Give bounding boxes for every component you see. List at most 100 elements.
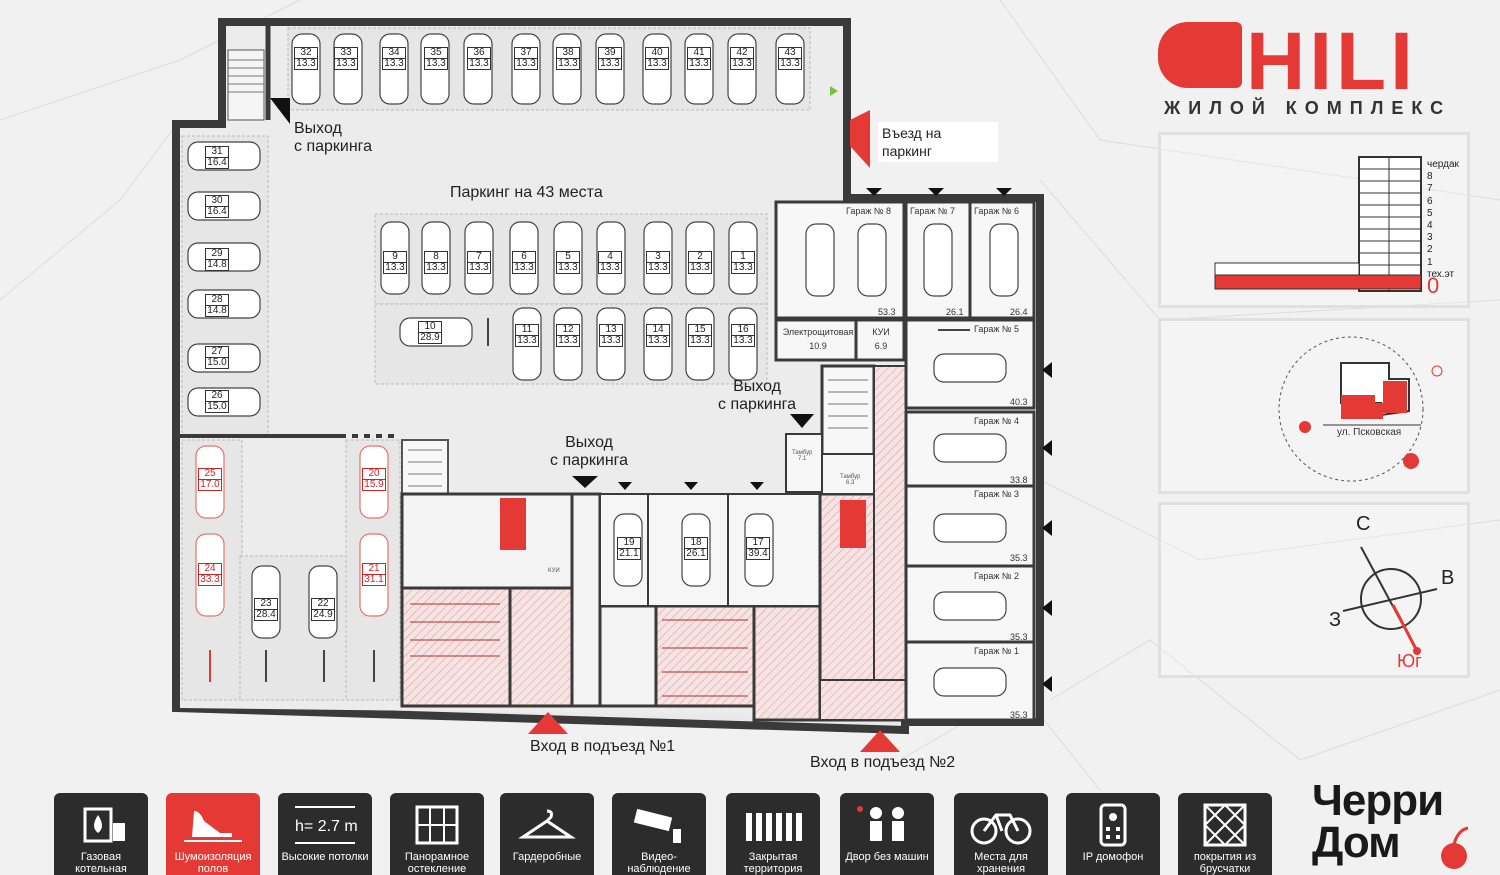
feature-bicycle[interactable]: Места для хранения [954,793,1048,875]
spot-number: 8 [425,252,447,263]
floor-item[interactable]: 4 [1427,220,1433,232]
spot-number: 26 [206,391,228,402]
floor-item[interactable]: 8 [1427,171,1433,183]
spot-area: 13.3 [469,58,489,69]
spot-number: 22 [312,599,334,610]
feature-label: Панорамное остекление [404,851,470,875]
spot-number: 16 [732,325,754,336]
feature-panoramic-window[interactable]: Панорамное остекление [390,793,484,875]
feature-paving[interactable]: покрытия из брусчатки [1178,793,1272,875]
garage-5-area: 40.3 [1010,397,1028,407]
compass-south: Юг [1397,651,1422,671]
spot-number: 3 [647,252,669,263]
feature-gas-boiler[interactable]: Газовая котельная [54,793,148,875]
garage-8-label: Гараж № 8 [846,206,892,216]
feature-fence[interactable]: Закрытая территория [726,793,820,875]
entry-2-label: Вход в подъезд №2 [810,754,956,771]
spot-number: 30 [206,196,228,207]
floor-item[interactable]: тех.эт [1427,268,1455,280]
spot-number: 19 [618,538,640,549]
floor-item[interactable]: 2 [1427,244,1433,256]
spot-number: 23 [255,599,277,610]
feature-label: покрытия из брусчатки [1193,851,1257,875]
feature-noise-insulation[interactable]: Шумоизоляция полов [166,793,260,875]
feature-intercom[interactable]: IP домофон [1066,793,1160,875]
children-icon [840,799,934,851]
spot-number: 34 [383,48,405,59]
spot-number: 12 [557,325,579,336]
floor-item[interactable]: 3 [1427,232,1433,244]
floor-item[interactable]: 1 [1427,256,1433,268]
site-plan-diagram [1278,336,1443,482]
feature-cctv-camera[interactable]: Видео-наблюдение [612,793,706,875]
spot-number: 40 [646,48,668,59]
feature-label: Высокие потолки [281,851,369,863]
feature-hanger[interactable]: Гардеробные [500,793,594,875]
garage-2-label: Гараж № 2 [974,571,1020,581]
garage-3-area: 35.3 [1010,553,1028,563]
feature-children[interactable]: Двор без машин [840,793,934,875]
current-floor[interactable]: 0 [1427,273,1440,298]
spot-area: 13.3 [647,58,667,69]
spot-number: 5 [557,252,579,263]
floor-item[interactable]: 7 [1427,183,1433,195]
feature-label: IP домофон [1082,851,1144,863]
chili-logo: HILI ЖИЛОЙ КОМПЛЕКС [1158,20,1478,120]
spot-area: 24.9 [313,609,333,620]
floor-item[interactable]: чердак [1427,159,1459,170]
floor-item[interactable]: 5 [1427,207,1433,219]
spot-number: 27 [206,347,228,358]
garage-6-label: Гараж № 6 [974,206,1020,216]
floor-item[interactable]: 6 [1427,195,1433,207]
cctv-camera-icon [612,799,706,851]
